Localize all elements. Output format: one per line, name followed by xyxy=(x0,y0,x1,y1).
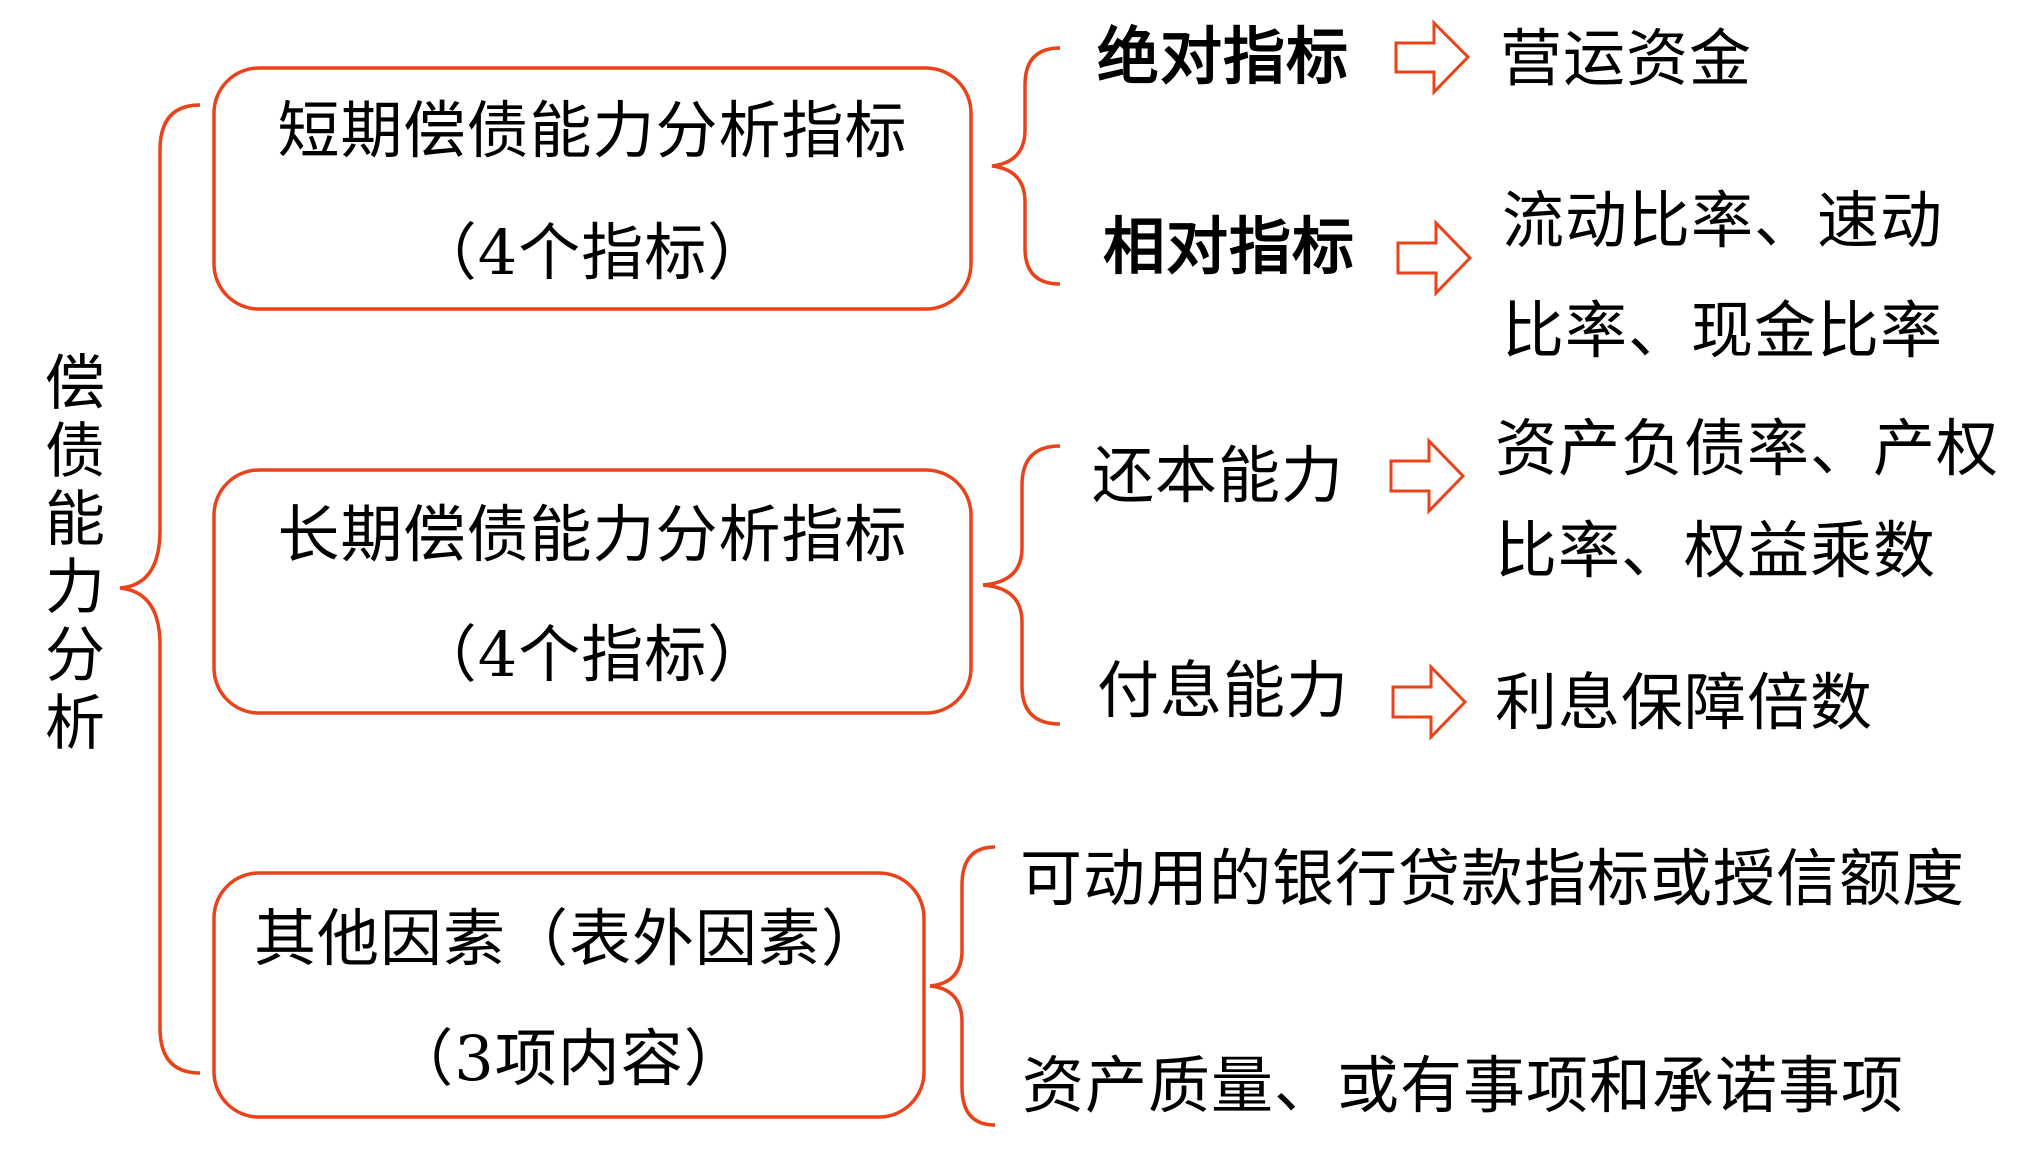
box-long-term-outline xyxy=(212,468,973,715)
root-title-char: 分 xyxy=(45,621,105,691)
result-leverage-line2: 比率、权益乘数 xyxy=(1495,514,1937,587)
box-other-factors-outline xyxy=(212,871,926,1119)
root-title-char: 偿 xyxy=(45,349,105,419)
result-working-capital: 营运资金 xyxy=(1500,22,1753,95)
result-ratios-line2: 比率、现金比率 xyxy=(1502,294,1944,367)
box-short-term-outline xyxy=(212,66,973,311)
root-title-char: 析 xyxy=(45,689,105,759)
arrow-pay-interest-icon xyxy=(1391,663,1468,741)
result-ratios-line1: 流动比率、速动 xyxy=(1502,184,1944,257)
arrow-relative-icon xyxy=(1396,219,1473,297)
box-other-factors-title: 其他因素（表外因素） xyxy=(253,902,884,975)
box-short-term-title: 短期偿债能力分析指标 xyxy=(277,94,908,167)
label-relative-indicator: 相对指标 xyxy=(1103,210,1356,283)
arrow-absolute-icon xyxy=(1394,19,1471,96)
label-pay-interest: 付息能力 xyxy=(1097,654,1350,727)
box-long-term-title: 长期偿债能力分析指标 xyxy=(277,498,908,571)
box-other-factors-subtitle: （3项内容） xyxy=(391,1022,747,1095)
label-repay-principal: 还本能力 xyxy=(1092,439,1345,512)
item-asset-quality: 资产质量、或有事项和承诺事项 xyxy=(1022,1049,1905,1122)
box-short-term-subtitle: （4个指标） xyxy=(414,216,771,289)
brace-long-term xyxy=(982,444,1061,726)
label-absolute-indicator: 绝对指标 xyxy=(1097,20,1350,93)
box-long-term-subtitle: （4个指标） xyxy=(414,618,771,691)
arrow-repay-principal-icon xyxy=(1389,437,1466,515)
item-bank-credit: 可动用的银行贷款指标或授信额度 xyxy=(1020,842,1966,915)
brace-other-factors xyxy=(929,845,996,1127)
root-title: 偿 债 能 力 分 析 xyxy=(40,350,110,758)
root-brace xyxy=(119,103,201,1075)
result-leverage-line1: 资产负债率、产权 xyxy=(1495,412,2000,485)
root-title-char: 力 xyxy=(45,553,105,623)
brace-short-term xyxy=(991,46,1061,286)
root-title-char: 债 xyxy=(45,417,105,487)
root-title-char: 能 xyxy=(45,485,105,555)
result-interest-coverage: 利息保障倍数 xyxy=(1495,666,1874,739)
